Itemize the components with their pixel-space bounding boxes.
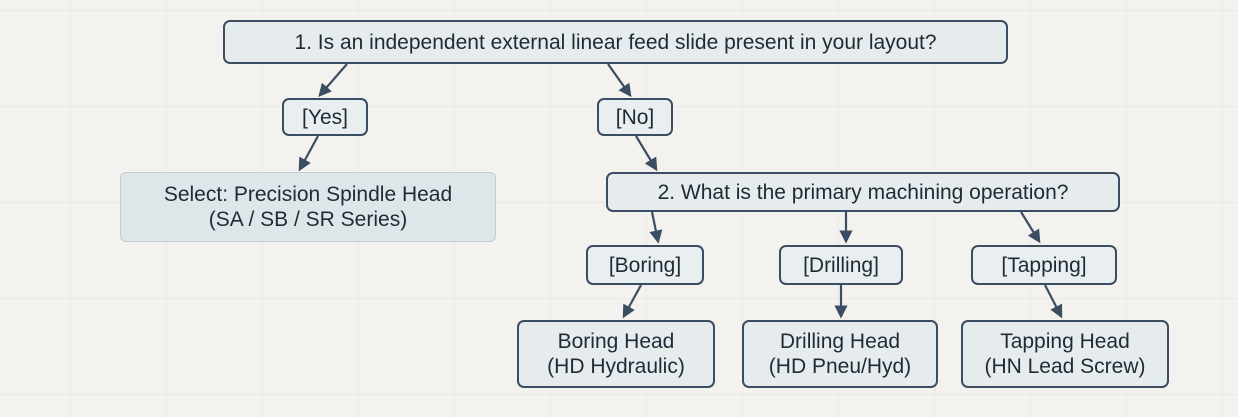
question-2-box: 2. What is the primary machining operati… (606, 172, 1120, 212)
result-tapping-line2: (HN Lead Screw) (984, 355, 1146, 378)
result-drilling-line1: Drilling Head (779, 330, 901, 353)
question-1-text: 1. Is an independent external linear fee… (294, 30, 937, 54)
result-tapping-head-box: Tapping Head (HN Lead Screw) (961, 320, 1169, 388)
result-boring-head-box: Boring Head (HD Hydraulic) (517, 320, 715, 388)
arrow-boring-to-result (622, 284, 642, 319)
question-1-box: 1. Is an independent external linear fee… (223, 20, 1008, 64)
arrow-q2-to-tapping (1020, 211, 1041, 244)
result-boring-line1: Boring Head (557, 330, 675, 353)
result-precision-line2: (SA / SB / SR Series) (208, 208, 408, 231)
result-drilling-head-box: Drilling Head (HD Pneu/Hyd) (742, 320, 938, 388)
branch-no-box: [No] (597, 98, 673, 136)
arrow-yes-to-precision (298, 135, 319, 172)
result-precision-spindle-box: Select: Precision Spindle Head (SA / SB … (120, 172, 496, 242)
result-tapping-line1: Tapping Head (1000, 330, 1130, 353)
branch-drilling-box: [Drilling] (779, 245, 903, 285)
result-drilling-line2: (HD Pneu/Hyd) (768, 355, 912, 378)
branch-no-text: [No] (615, 105, 655, 129)
branch-yes-text: [Yes] (302, 105, 348, 129)
arrow-no-to-q2 (635, 135, 658, 172)
branch-tapping-text: [Tapping] (1001, 253, 1087, 277)
arrow-q2-to-boring (649, 211, 663, 244)
branch-boring-text: [Boring] (608, 253, 682, 277)
branch-boring-box: [Boring] (586, 245, 704, 285)
branch-yes-box: [Yes] (282, 98, 368, 136)
result-boring-line2: (HD Hydraulic) (547, 355, 685, 378)
question-2-text: 2. What is the primary machining operati… (657, 180, 1069, 204)
result-precision-line1: Select: Precision Spindle Head (163, 183, 453, 206)
arrow-tapping-to-result (1044, 284, 1063, 319)
arrow-q1-to-no (607, 63, 632, 98)
branch-drilling-text: [Drilling] (803, 253, 879, 277)
arrow-q1-to-yes (318, 63, 348, 97)
branch-tapping-box: [Tapping] (971, 245, 1117, 285)
